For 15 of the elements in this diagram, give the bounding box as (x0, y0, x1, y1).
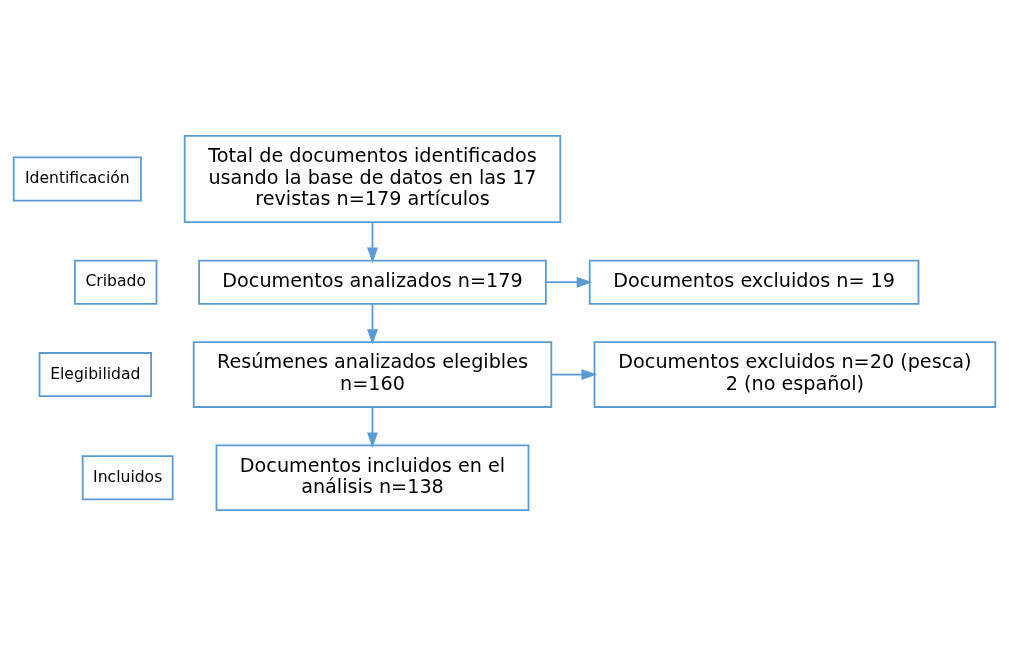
arrow (367, 221, 378, 264)
node-box: Elegibilidad (38, 352, 152, 398)
node-box: Incluidos (81, 455, 174, 501)
node-box: Documentos excluidos n= 19 (588, 259, 920, 305)
node-box: Documentos analizados n=179 (198, 259, 547, 305)
node-box: Documentos incluidos en el análisis n=138 (215, 444, 530, 512)
arrow (367, 302, 378, 345)
node-box: Cribado (74, 259, 158, 305)
node-box: Documentos excluidos n=20 (pesca) 2 (no español) (593, 341, 997, 408)
node-box: Identificación (12, 156, 142, 202)
arrow (545, 276, 593, 288)
arrow (550, 369, 598, 381)
node-box: Resúmenes analizados elegibles n=160 (192, 341, 553, 408)
node-box: Total de documentos identificados usando la base de datos en las 17 revistas n=179 artículos (183, 134, 562, 224)
arrow (367, 406, 378, 448)
